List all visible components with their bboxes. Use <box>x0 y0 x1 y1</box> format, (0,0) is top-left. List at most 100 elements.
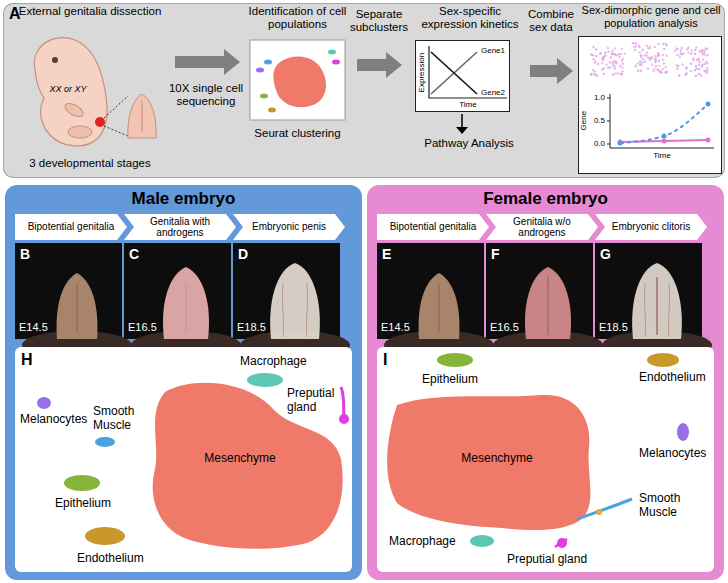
umap-point <box>687 46 689 48</box>
umap-point <box>607 66 609 68</box>
umap-point <box>639 62 641 64</box>
mini-umap-cluster <box>268 108 276 113</box>
umap-point <box>706 47 708 49</box>
cell-cluster <box>470 535 494 547</box>
umap-point <box>618 56 620 58</box>
umap-point <box>665 66 667 68</box>
node-text: Macrophage <box>240 355 320 369</box>
node-text: Mesenchyme <box>447 452 547 466</box>
umap-point <box>694 49 696 51</box>
node-text: E18.5 <box>599 321 649 334</box>
embryo-body <box>34 38 107 146</box>
umap-point <box>620 73 622 75</box>
node-text: Mesenchyme <box>190 452 290 466</box>
female-panel: Female embryoBipotential genitaliaGenita… <box>367 185 724 580</box>
node-text: Genitalia w/o androgens <box>498 216 586 239</box>
umap-point <box>692 57 694 59</box>
node-text: Embryonic penis <box>252 221 326 233</box>
gene-line <box>431 52 477 94</box>
umap-point <box>652 70 654 72</box>
cell-cluster <box>95 437 115 447</box>
umap-point <box>620 53 622 55</box>
umap-point <box>590 73 592 75</box>
umap-point <box>706 54 708 56</box>
chevron-fill <box>233 214 345 240</box>
zoom-line <box>104 96 128 118</box>
umap-point <box>611 53 613 55</box>
umap-point <box>651 56 653 58</box>
process-arrow <box>530 58 573 84</box>
node-text: Epithelium <box>55 497 135 511</box>
umap-point <box>649 45 651 47</box>
umap-point <box>679 55 681 57</box>
umap-point <box>704 54 706 56</box>
umap-point <box>639 60 641 62</box>
umap-point <box>607 51 609 53</box>
axis-tick <box>607 144 610 145</box>
mini-umap-cluster <box>273 56 326 107</box>
chevron-fill <box>15 214 127 240</box>
stage-chevron: Genitalia with androgens <box>124 214 236 240</box>
node-text: F <box>491 246 511 262</box>
chart-axes <box>610 94 714 148</box>
embryo-photo: EE14.5 <box>377 243 484 339</box>
umap-plot: IEpitheliumEndotheliumMelanocytesMesench… <box>377 347 714 572</box>
trend-point <box>662 139 667 144</box>
chevron-fill <box>486 214 598 240</box>
umap-point <box>592 58 594 60</box>
umap-point <box>590 73 592 75</box>
cell-cluster <box>577 499 632 519</box>
node-text: Embryonic clitoris <box>612 221 690 233</box>
step-label: Identification of cell populations <box>245 5 350 31</box>
photo-background <box>486 243 593 339</box>
umap-point <box>634 49 636 51</box>
umap-point <box>701 64 703 66</box>
male-panel: Male embryoBipotential genitaliaGenitali… <box>5 185 362 580</box>
umap-point <box>655 65 657 67</box>
umap-point <box>666 44 668 46</box>
umap-point <box>596 75 598 77</box>
step-label: Sex-dimorphic gene and cell population a… <box>578 4 724 29</box>
cell-cluster <box>247 373 283 387</box>
umap-point <box>646 51 648 53</box>
umap-point <box>666 54 668 56</box>
umap-point <box>611 73 613 75</box>
umap-point <box>681 63 683 65</box>
node-text: Expression <box>417 43 426 103</box>
umap-point <box>600 52 602 54</box>
node-text: Time <box>429 100 507 109</box>
zoom-line <box>104 126 128 136</box>
umap-point <box>615 60 617 62</box>
umap-point <box>662 59 664 61</box>
umap-point <box>695 46 697 48</box>
umap-point <box>590 53 592 55</box>
node-text: E14.5 <box>381 321 431 334</box>
mesenchyme-cluster <box>387 395 590 530</box>
umap-point <box>698 64 700 66</box>
umap-point <box>701 66 703 68</box>
umap-point <box>613 53 615 55</box>
node-text: Epithelium <box>422 373 502 387</box>
umap-point <box>647 56 649 58</box>
umap-point <box>616 54 618 56</box>
umap-point <box>705 61 707 63</box>
umap-point <box>657 43 659 45</box>
stage-chevron: Embryonic penis <box>233 214 345 240</box>
stage-chevron: Bipotential genitalia <box>377 214 489 240</box>
trend-point <box>706 102 711 107</box>
embryo-eye <box>52 57 58 63</box>
umap-point <box>638 44 640 46</box>
node-text: G <box>600 246 620 262</box>
node-text: Macrophage <box>389 535 469 549</box>
umap-point <box>695 65 697 67</box>
umap-point <box>698 50 700 52</box>
down-arrow-head <box>456 127 468 134</box>
node-text: Melanocytes <box>20 413 92 427</box>
umap-point <box>706 72 708 74</box>
umap-point <box>663 62 665 64</box>
step-label: Separate subclusters <box>345 8 413 34</box>
umap-point <box>614 67 616 69</box>
umap-point <box>642 49 644 51</box>
umap-point <box>621 73 623 75</box>
